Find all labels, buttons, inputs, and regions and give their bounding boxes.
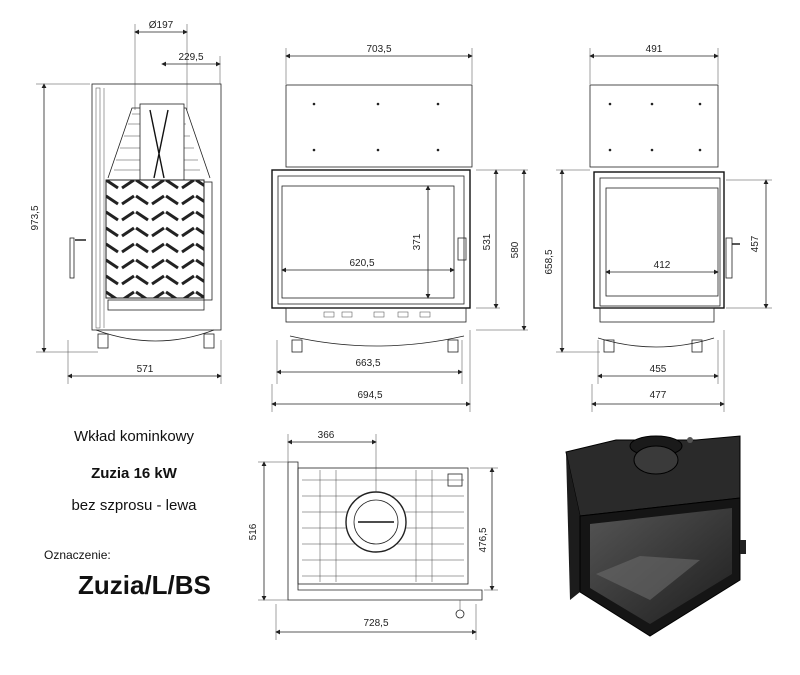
dim-side-overall-width: 477 bbox=[650, 390, 667, 401]
dim-overall-width: 694,5 bbox=[357, 390, 382, 401]
dim-side-top-width: 491 bbox=[646, 44, 663, 55]
dim-flue-offset: 229,5 bbox=[178, 52, 203, 63]
dim-top-depth: 516 bbox=[248, 523, 259, 540]
caption-product-code: Zuzia/L/BS bbox=[78, 570, 211, 600]
caption-product-variant: bez szprosu - lewa bbox=[71, 497, 197, 514]
fireplace-3d-render bbox=[565, 435, 746, 637]
dim-glass-height: 371 bbox=[412, 233, 423, 250]
dim-side-glass-width: 412 bbox=[654, 260, 671, 271]
front-section-view bbox=[36, 24, 222, 384]
caption-product-type: Wkład kominkowy bbox=[73, 428, 195, 445]
caption-product-name: Zuzia 16 kW bbox=[91, 465, 177, 482]
top-view bbox=[258, 434, 498, 640]
dim-front-width: 571 bbox=[137, 364, 154, 375]
dim-top-width: 728,5 bbox=[363, 618, 388, 629]
dim-door-height: 531 bbox=[482, 233, 493, 250]
dim-top-flue-offset: 366 bbox=[318, 430, 335, 441]
dim-top-inner-depth: 476,5 bbox=[478, 527, 489, 552]
dim-side-height: 658,5 bbox=[544, 249, 555, 274]
dim-front-height: 973,5 bbox=[30, 205, 41, 230]
side-view bbox=[556, 48, 772, 412]
dim-front-top-width: 703,5 bbox=[366, 44, 391, 55]
dim-base-width: 663,5 bbox=[355, 358, 380, 369]
dim-side-glass-height: 457 bbox=[750, 235, 761, 252]
dim-body-height: 580 bbox=[510, 241, 521, 258]
caption-mark-label: Oznaczenie: bbox=[44, 548, 111, 562]
dim-flue-diameter: Ø197 bbox=[149, 20, 174, 31]
dim-glass-width: 620,5 bbox=[349, 258, 374, 269]
front-view bbox=[271, 48, 528, 412]
dim-side-base-width: 455 bbox=[650, 364, 667, 375]
